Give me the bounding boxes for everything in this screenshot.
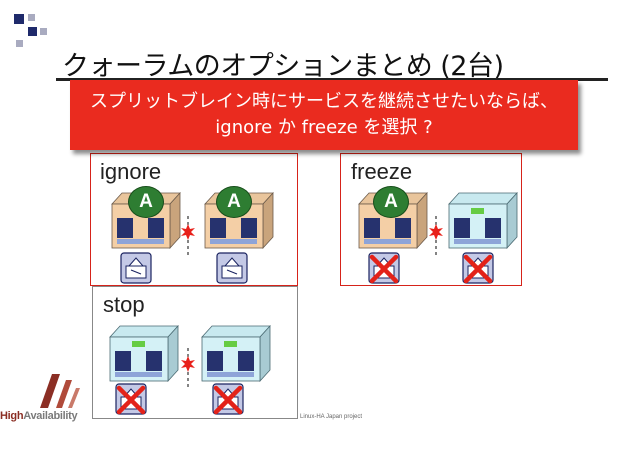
badge-a-ignore-right: A — [216, 186, 252, 218]
badge-a-freeze: A — [373, 186, 409, 218]
disk-icon — [212, 383, 244, 415]
badge-a-label: A — [227, 191, 241, 212]
disk-icon — [462, 252, 494, 284]
server-icon — [201, 324, 271, 383]
disk-icon — [120, 252, 152, 284]
split-icon — [181, 348, 195, 388]
badge-a-label: A — [139, 191, 153, 212]
panel-stop-label: stop — [103, 292, 145, 317]
warning-banner: スプリットブレイン時にサービスを継続させたいならば、 ignore か free… — [70, 80, 578, 150]
disk-icon — [115, 383, 147, 415]
logo-text-start: High — [0, 410, 24, 422]
panel-freeze-label: freeze — [351, 159, 413, 184]
split-icon — [181, 216, 195, 256]
disk-icon — [368, 252, 400, 284]
banner-line-1: スプリットブレイン時にサービスを継続させたいならば、 — [90, 91, 558, 112]
panel-ignore-label: ignore — [100, 159, 162, 184]
page-title: クォーラムのオプションまとめ (2台) — [62, 51, 504, 82]
logo-text-end: Availability — [23, 410, 78, 422]
banner-line-2: ignore か freeze を選択 ? — [215, 117, 433, 138]
logo-text: HighAvailability — [0, 410, 78, 422]
badge-a-ignore-left: A — [128, 186, 164, 218]
server-icon — [448, 191, 518, 250]
disk-icon — [216, 252, 248, 284]
title-underline — [56, 78, 608, 81]
logo-mark — [40, 374, 80, 408]
server-icon — [109, 324, 179, 383]
split-icon — [429, 216, 443, 256]
corner-decoration — [14, 14, 54, 50]
badge-a-label: A — [384, 191, 398, 212]
footer-credit: Linux-HA Japan project — [300, 414, 363, 420]
